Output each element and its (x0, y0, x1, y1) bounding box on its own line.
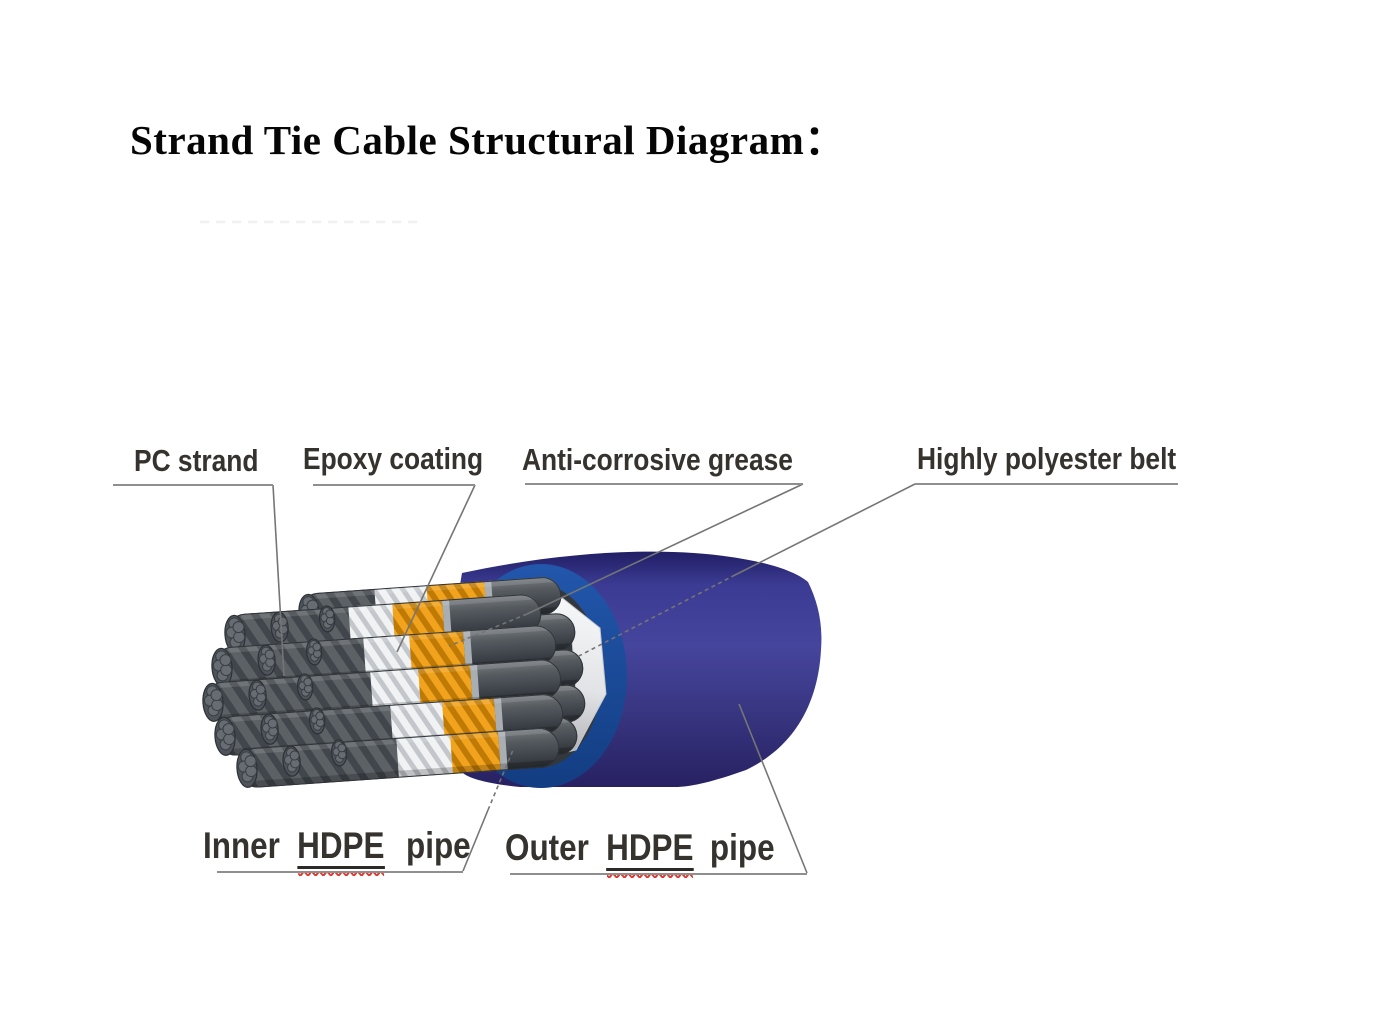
label-pc-strand: PC strand (134, 443, 259, 478)
leader-lines (272, 483, 916, 874)
epoxy-leader (396, 484, 476, 653)
label-anti-corrosive-grease: Anti-corrosive grease (522, 442, 793, 477)
grease-underline (525, 483, 803, 485)
grease-leader (526, 483, 804, 615)
belt-leader (734, 483, 916, 576)
label-outer-hdpe-pipe: Outer HDPE pipe (505, 827, 775, 878)
strand-bundle (202, 575, 587, 789)
label-epoxy-coating: Epoxy coating (303, 441, 484, 476)
grease-leader-dashed (448, 613, 528, 647)
pc-strand-leader (272, 484, 285, 677)
outer-pipe-underline (510, 873, 807, 875)
belt-leader-dashed (574, 574, 736, 659)
label-inner-hdpe-pipe: Inner HDPE pipe (203, 825, 471, 876)
label-inner-pre: Inner (203, 825, 280, 866)
label-outer-pre: Outer (505, 827, 589, 868)
label-inner-hdpe: HDPE (297, 826, 385, 876)
inner-pipe-leader (462, 809, 489, 872)
label-inner-post: pipe (406, 825, 471, 866)
label-outer-hdpe: HDPE (606, 828, 694, 878)
outer-pipe-leader (738, 703, 808, 874)
label-highly-polyester-belt: Highly polyester belt (917, 441, 1177, 476)
epoxy-underline (313, 484, 475, 486)
pc-strand-underline (113, 484, 273, 486)
belt-underline (915, 483, 1178, 485)
inner-pipe-underline (217, 871, 463, 873)
label-outer-post: pipe (709, 827, 775, 868)
page-title: Strand Tie Cable Structural Diagram： (130, 117, 846, 163)
inner-pipe-leader-dashed (487, 749, 514, 811)
